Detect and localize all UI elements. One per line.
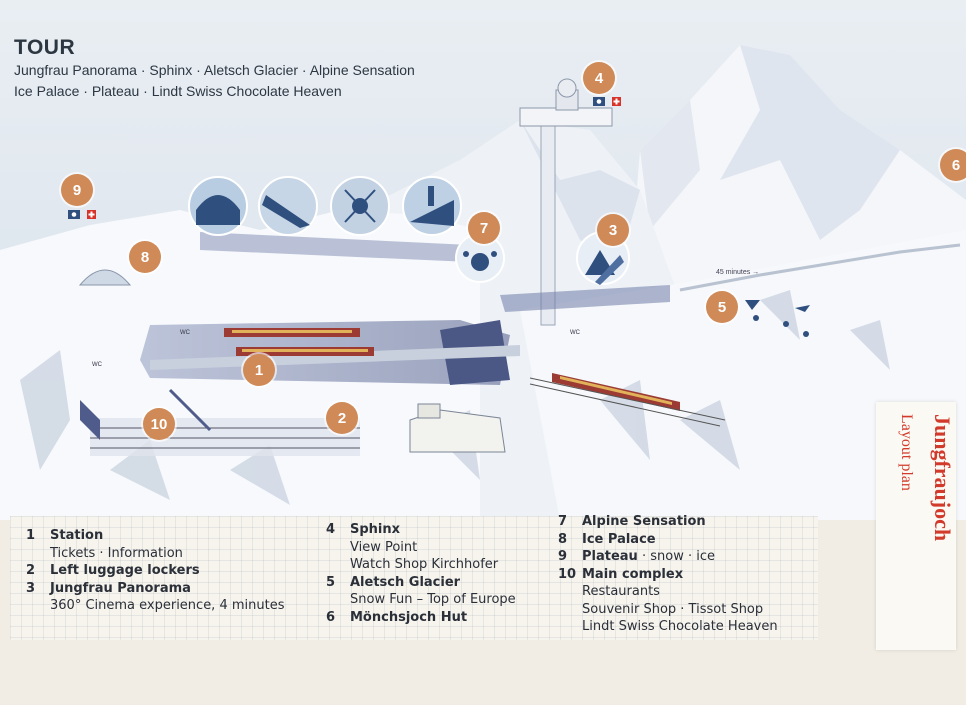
marker-9[interactable]: 9 — [61, 174, 93, 206]
marker-2[interactable]: 2 — [326, 402, 358, 434]
tour-line-1: Jungfrau Panorama · Sphinx · Aletsch Gla… — [14, 62, 415, 78]
upper-tunnel — [200, 232, 470, 262]
train-outside — [552, 373, 680, 411]
side-panel — [876, 402, 956, 650]
marker-7[interactable]: 7 — [468, 212, 500, 244]
skier-icons — [745, 300, 810, 337]
marker-5[interactable]: 5 — [706, 291, 738, 323]
camera-icon — [68, 210, 80, 219]
wc-label: WC — [180, 330, 190, 336]
train-lower — [236, 347, 374, 356]
panorama-thumbnails — [188, 176, 462, 236]
wc-label: WC — [570, 330, 580, 336]
marker-4[interactable]: 4 — [583, 62, 615, 94]
tour-line-2: Ice Palace · Plateau · Lindt Swiss Choco… — [14, 83, 342, 99]
swiss-flag-icon — [612, 97, 621, 106]
legend-panel — [10, 516, 818, 640]
tour-title: TOUR — [14, 36, 76, 59]
swiss-flag-icon — [87, 210, 96, 219]
sphinx-observatory — [519, 107, 613, 127]
wc-label: WC — [92, 362, 102, 368]
marker-6[interactable]: 6 — [940, 149, 966, 181]
marker-1[interactable]: 1 — [243, 354, 275, 386]
side-title: Jungfraujoch — [930, 414, 955, 542]
marker-3[interactable]: 3 — [597, 214, 629, 246]
train-upper — [224, 328, 360, 337]
marker-8[interactable]: 8 — [129, 241, 161, 273]
tour-header: TOUR Jungfrau Panorama · Sphinx · Aletsc… — [14, 36, 415, 102]
camera-icon — [593, 97, 605, 106]
marker-10[interactable]: 10 — [143, 408, 175, 440]
side-subtitle: Layout plan — [898, 414, 915, 491]
walk-time-label: 45 minutes → — [716, 269, 760, 276]
ice-palace — [78, 269, 132, 286]
main-complex — [90, 418, 360, 456]
